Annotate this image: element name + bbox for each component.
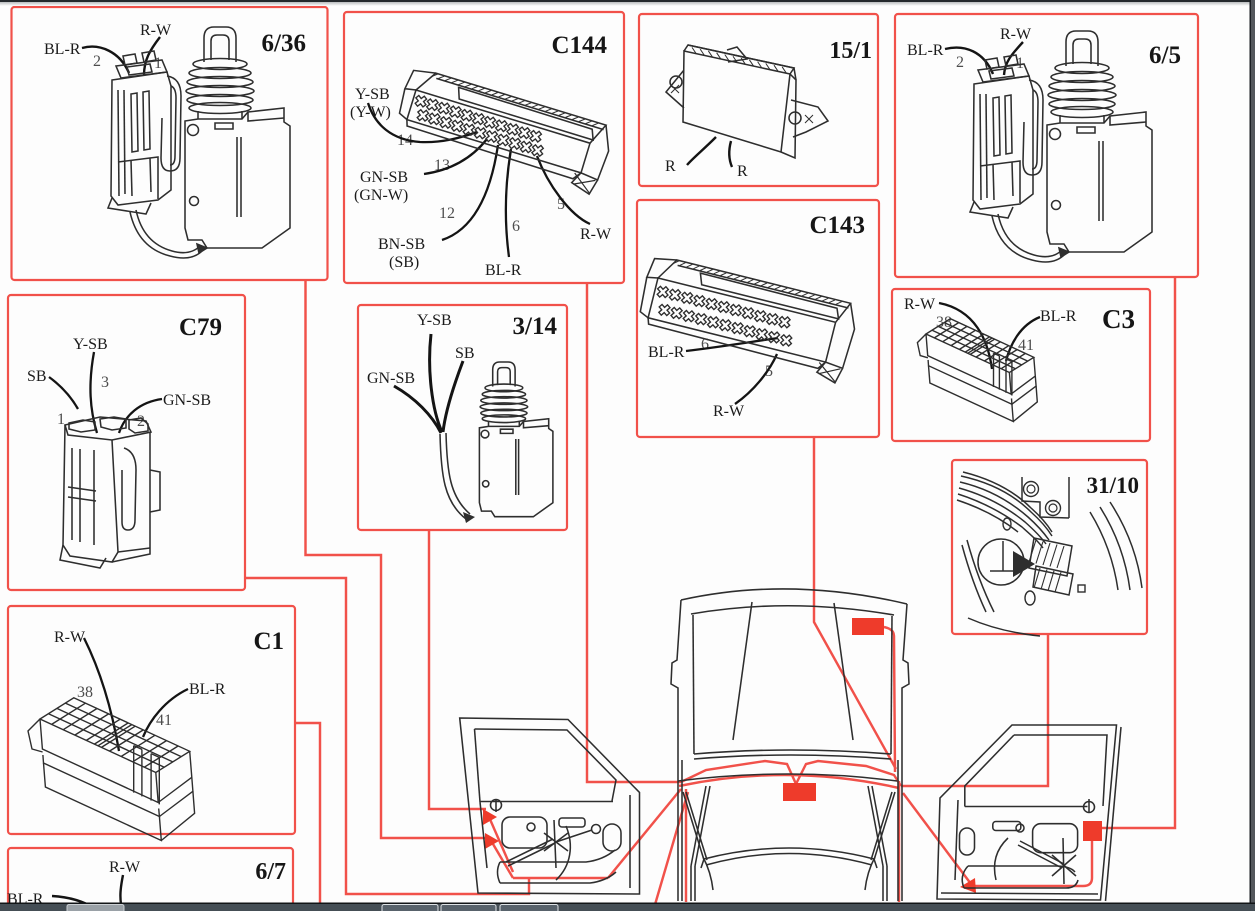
svg-text:1: 1 bbox=[1016, 55, 1024, 72]
svg-text:BL-R: BL-R bbox=[1040, 308, 1077, 325]
svg-text:SB: SB bbox=[27, 368, 47, 385]
svg-text:C79: C79 bbox=[179, 314, 222, 341]
svg-text:2: 2 bbox=[137, 413, 145, 430]
svg-text:(SB): (SB) bbox=[389, 254, 419, 271]
svg-text:BL-R: BL-R bbox=[44, 41, 81, 58]
svg-text:BL-R: BL-R bbox=[485, 262, 522, 279]
svg-text:C143: C143 bbox=[809, 212, 865, 239]
svg-text:6: 6 bbox=[701, 336, 709, 353]
svg-text:31/10: 31/10 bbox=[1087, 473, 1139, 498]
svg-text:1: 1 bbox=[154, 55, 162, 72]
svg-text:R-W: R-W bbox=[54, 629, 86, 646]
svg-text:R-W: R-W bbox=[904, 296, 936, 313]
svg-text:C1: C1 bbox=[253, 628, 284, 655]
svg-text:GN-SB: GN-SB bbox=[367, 370, 415, 387]
svg-text:(Y-W): (Y-W) bbox=[350, 104, 391, 121]
svg-text:BL-R: BL-R bbox=[648, 344, 685, 361]
svg-text:3/14: 3/14 bbox=[513, 313, 558, 340]
svg-text:BN-SB: BN-SB bbox=[378, 236, 425, 253]
svg-text:1: 1 bbox=[57, 411, 65, 428]
svg-text:SB: SB bbox=[455, 345, 475, 362]
svg-text:R-W: R-W bbox=[1000, 26, 1032, 43]
svg-text:R-W: R-W bbox=[713, 403, 745, 420]
svg-text:6: 6 bbox=[512, 218, 520, 235]
svg-text:BL-R: BL-R bbox=[907, 42, 944, 59]
svg-text:41: 41 bbox=[1018, 337, 1034, 354]
svg-text:R-W: R-W bbox=[109, 859, 141, 876]
svg-text:R: R bbox=[665, 158, 676, 175]
svg-text:6/5: 6/5 bbox=[1149, 42, 1181, 69]
svg-text:GN-SB: GN-SB bbox=[360, 169, 408, 186]
svg-text:BL-R: BL-R bbox=[189, 681, 226, 698]
svg-text:Y-SB: Y-SB bbox=[355, 86, 390, 103]
svg-text:15/1: 15/1 bbox=[829, 38, 872, 64]
svg-text:R: R bbox=[737, 163, 748, 180]
svg-text:C144: C144 bbox=[551, 32, 607, 59]
svg-text:C3: C3 bbox=[1102, 304, 1135, 334]
svg-text:Y-SB: Y-SB bbox=[73, 336, 108, 353]
svg-text:R-W: R-W bbox=[140, 22, 172, 39]
svg-text:3: 3 bbox=[101, 374, 109, 391]
svg-text:R-W: R-W bbox=[580, 226, 612, 243]
svg-text:GN-SB: GN-SB bbox=[163, 392, 211, 409]
svg-text:(GN-W): (GN-W) bbox=[354, 187, 408, 204]
svg-text:12: 12 bbox=[439, 205, 455, 222]
svg-text:Y-SB: Y-SB bbox=[417, 312, 452, 329]
svg-text:38: 38 bbox=[77, 684, 93, 701]
svg-text:2: 2 bbox=[93, 53, 101, 70]
svg-text:5: 5 bbox=[557, 196, 565, 213]
svg-text:6/36: 6/36 bbox=[262, 30, 306, 57]
svg-text:5: 5 bbox=[765, 363, 773, 380]
svg-text:41: 41 bbox=[156, 712, 172, 729]
svg-text:6/7: 6/7 bbox=[255, 859, 286, 885]
svg-text:2: 2 bbox=[956, 54, 964, 71]
